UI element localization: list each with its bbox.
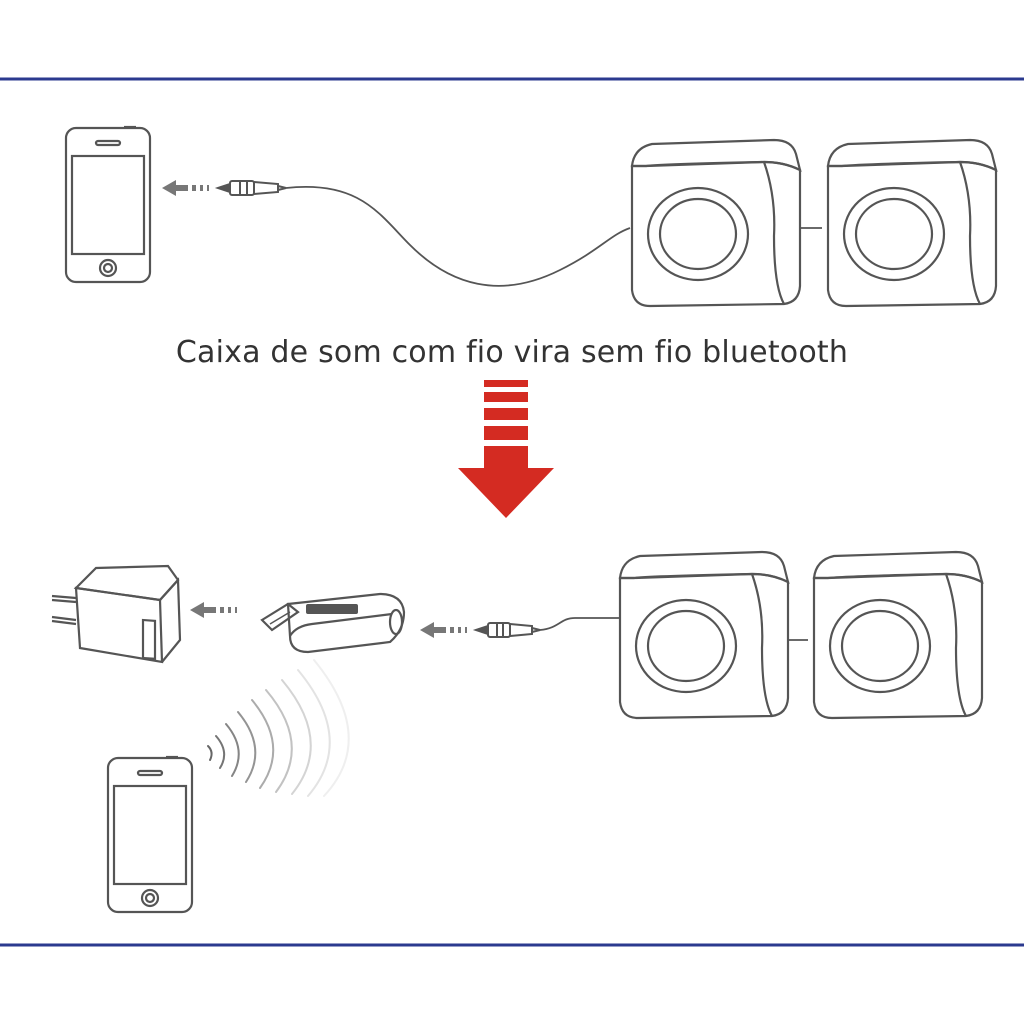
smartphone-icon xyxy=(64,125,152,284)
diagram-caption: Caixa de som com fio vira sem fio blueto… xyxy=(175,335,849,370)
red-down-arrow-icon xyxy=(458,380,554,518)
speaker-pair-icon xyxy=(618,550,984,720)
smartphone-icon xyxy=(106,755,194,914)
audio-cable xyxy=(539,617,620,631)
arrow-left-icon xyxy=(420,622,467,638)
bluetooth-usb-receiver-icon xyxy=(260,592,406,654)
audio-cable xyxy=(285,185,631,287)
wireless-signal-icon xyxy=(207,659,350,797)
usb-wall-charger-icon xyxy=(51,564,182,664)
arrow-left-icon xyxy=(190,602,237,618)
audio-jack-icon xyxy=(214,180,287,196)
arrow-left-icon xyxy=(162,180,209,196)
audio-jack-icon xyxy=(472,622,541,638)
speaker-pair-icon xyxy=(630,138,998,308)
